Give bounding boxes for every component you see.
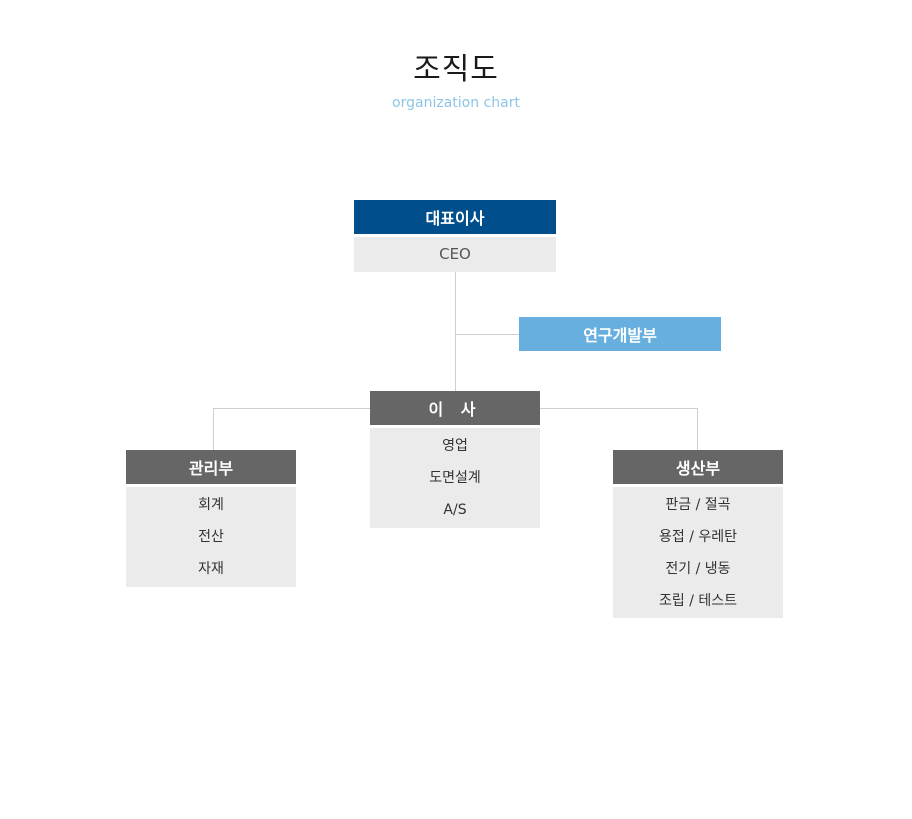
connector-production: [697, 408, 698, 450]
ceo-box-subtitle: CEO: [354, 237, 556, 272]
management-item-accounting: 회계: [198, 497, 224, 513]
director-box-body: 영업 도면설계 A/S: [370, 428, 540, 528]
management-item-materials: 자재: [198, 561, 224, 577]
management-item-it: 전산: [198, 529, 224, 545]
connector-management: [213, 408, 214, 450]
director-box-title: 이 사: [370, 391, 540, 425]
production-item-electric: 전기 / 냉동: [665, 561, 731, 577]
management-box-title: 관리부: [126, 450, 296, 484]
connector-ceo-director: [455, 272, 456, 391]
production-item-assembly: 조립 / 테스트: [658, 593, 738, 609]
connector-rnd-branch: [455, 334, 519, 335]
director-item-after-service: A/S: [443, 502, 467, 518]
production-box-title: 생산부: [613, 450, 783, 484]
production-item-sheet-metal: 판금 / 절곡: [665, 497, 731, 513]
production-box-body: 판금 / 절곡 용접 / 우레탄 전기 / 냉동 조립 / 테스트: [613, 487, 783, 618]
rnd-box-title: 연구개발부: [519, 317, 721, 351]
director-item-drawing-design: 도면설계: [429, 470, 481, 486]
ceo-box-title: 대표이사: [354, 200, 556, 234]
director-item-sales: 영업: [442, 438, 468, 454]
management-box-body: 회계 전산 자재: [126, 487, 296, 587]
page-title: 조직도: [413, 52, 499, 87]
page-subtitle: organization chart: [392, 95, 520, 111]
production-item-welding: 용접 / 우레탄: [658, 529, 738, 545]
